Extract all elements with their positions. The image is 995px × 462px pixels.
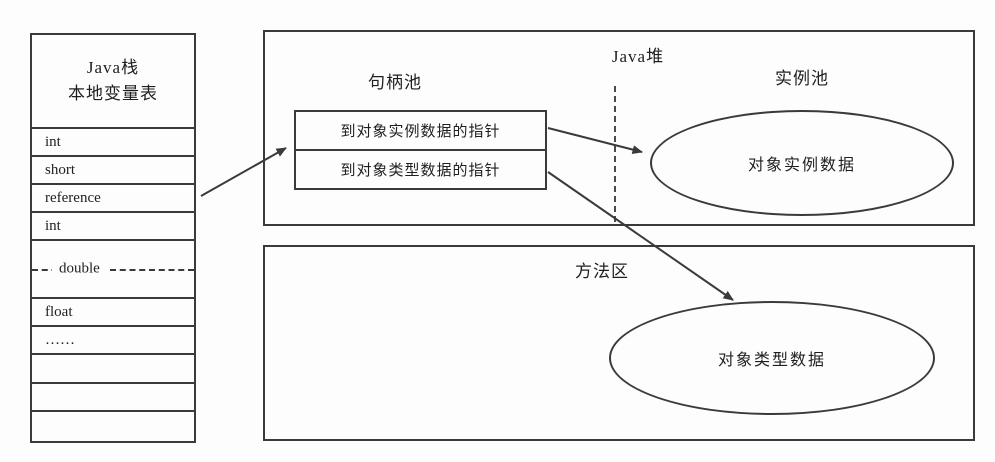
- java-heap-label: Java堆: [611, 47, 665, 66]
- stack-row-double: double: [32, 241, 194, 299]
- handle-pool-table: 到对象实例数据的指针 到对象类型数据的指针: [294, 110, 547, 190]
- method-area-label: 方法区: [575, 262, 629, 281]
- java-stack-title-line2: 本地变量表: [68, 84, 158, 103]
- stack-row-ellipsis: ……: [32, 327, 194, 355]
- method-area-box: 方法区 对象类型数据: [263, 245, 975, 441]
- heap-divider-dashed-line: [614, 86, 616, 222]
- object-instance-data-label: 对象实例数据: [747, 157, 856, 174]
- handle-pool-label: 句柄池: [368, 73, 422, 92]
- object-type-data-ellipse: 对象类型数据: [609, 301, 935, 415]
- stack-row-empty-1: [32, 355, 194, 384]
- double-slot-dashed-line: [32, 269, 194, 271]
- java-stack-table: Java栈 本地变量表 int short reference int doub…: [30, 33, 196, 443]
- java-heap-box: Java堆 句柄池 实例池 到对象实例数据的指针 到对象类型数据的指针 对象实例…: [263, 30, 975, 226]
- java-stack-title-line1: Java栈: [86, 57, 140, 77]
- java-stack-header: Java栈 本地变量表: [32, 35, 194, 129]
- object-instance-data-ellipse: 对象实例数据: [650, 110, 954, 216]
- handle-row-type-pointer: 到对象类型数据的指针: [340, 163, 501, 179]
- object-type-data-label: 对象类型数据: [717, 352, 826, 369]
- stack-row-reference: reference: [32, 185, 194, 213]
- stack-row-float: float: [32, 299, 194, 327]
- stack-row-int-1: int: [32, 129, 194, 157]
- instance-pool-label: 实例池: [775, 69, 829, 88]
- stack-row-empty-3: [32, 412, 194, 441]
- stack-row-int-2: int: [32, 213, 194, 241]
- stack-row-double-label: double: [52, 260, 107, 278]
- stack-row-short: short: [32, 157, 194, 185]
- stack-row-empty-2: [32, 384, 194, 413]
- handle-row-instance-pointer: 到对象实例数据的指针: [296, 112, 545, 151]
